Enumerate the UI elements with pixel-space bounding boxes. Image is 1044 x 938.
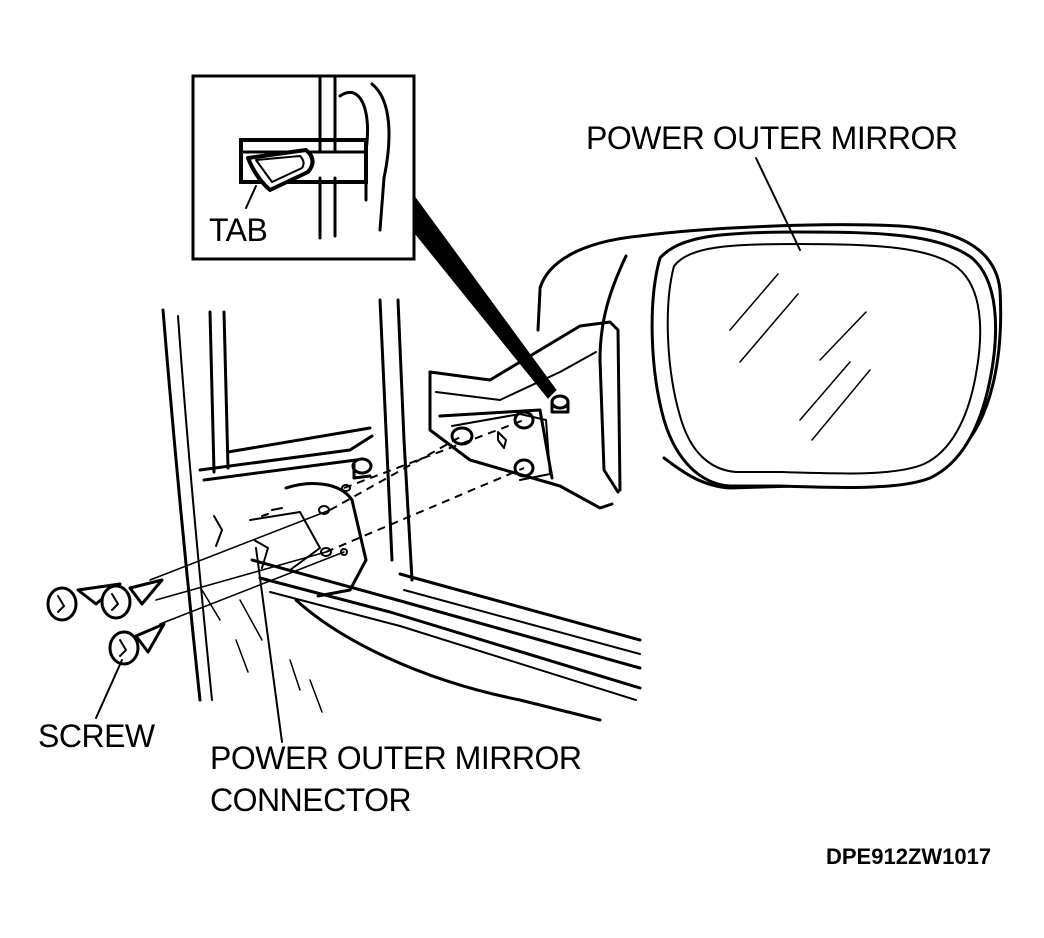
door-frame bbox=[161, 298, 642, 722]
leader-screw bbox=[95, 659, 123, 719]
label-power-outer-mirror: POWER OUTER MIRROR bbox=[586, 120, 958, 156]
leader-connector bbox=[255, 547, 283, 743]
screw-alignment-lines bbox=[149, 419, 525, 625]
screw-lower bbox=[108, 622, 166, 666]
power-outer-mirror bbox=[536, 223, 1003, 494]
tab-detail-inset bbox=[191, 74, 416, 261]
mirror-base-bracket bbox=[428, 320, 622, 510]
label-tab: TAB bbox=[209, 212, 268, 248]
figure-code: DPE912ZW1017 bbox=[826, 844, 992, 869]
label-connector-line2: CONNECTOR bbox=[210, 782, 412, 818]
label-screw: SCREW bbox=[38, 718, 155, 754]
inset-callout-wedge bbox=[413, 194, 557, 399]
label-connector-line1: POWER OUTER MIRROR bbox=[210, 740, 582, 776]
leader-power-outer-mirror bbox=[755, 157, 801, 251]
screw-upper-right bbox=[100, 578, 164, 620]
